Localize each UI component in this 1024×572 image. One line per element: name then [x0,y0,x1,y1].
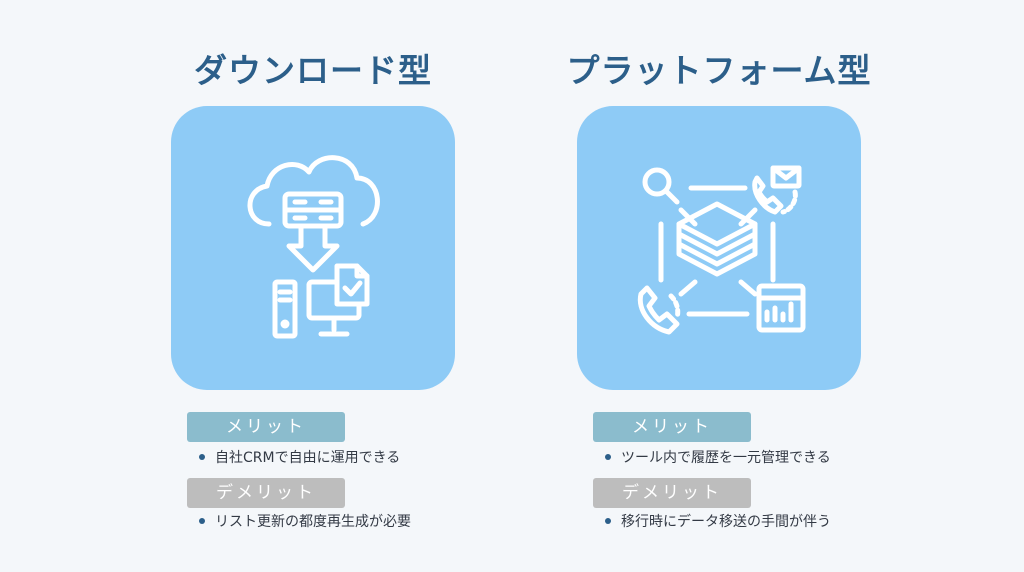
download-demerit-item: リスト更新の都度再生成が必要 [199,512,411,532]
download-type-column: ダウンロード型 メリット [163,0,463,572]
download-type-title: ダウンロード型 [194,51,432,90]
platform-merit-badge: メリット [593,412,751,442]
bullet-dot [199,518,205,524]
bullet-dot [605,454,611,460]
download-merit-badge: メリット [187,412,345,442]
platform-demerit-text: 移行時にデータ移送の手間が伴う [621,514,831,530]
platform-type-title: プラットフォーム型 [566,51,872,90]
download-merit-text: 自社CRMで自由に運用できる [215,450,401,466]
platform-demerit-badge: デメリット [593,478,751,508]
platform-network-icon [637,165,806,335]
download-demerit-badge: デメリット [187,478,345,508]
download-demerit-text: リスト更新の都度再生成が必要 [215,514,411,530]
bullet-dot [605,518,611,524]
bullet-dot [199,454,205,460]
platform-demerit-item: 移行時にデータ移送の手間が伴う [605,512,831,532]
platform-merit-text: ツール内で履歴を一元管理できる [621,450,831,466]
platform-merit-item: ツール内で履歴を一元管理できる [605,448,831,468]
platform-icon-box [577,106,861,390]
download-icon-box [171,106,455,390]
cloud-download-computer-icon [247,155,380,339]
download-merit-item: 自社CRMで自由に運用できる [199,448,400,468]
platform-type-column: プラットフォーム型 [566,0,870,572]
